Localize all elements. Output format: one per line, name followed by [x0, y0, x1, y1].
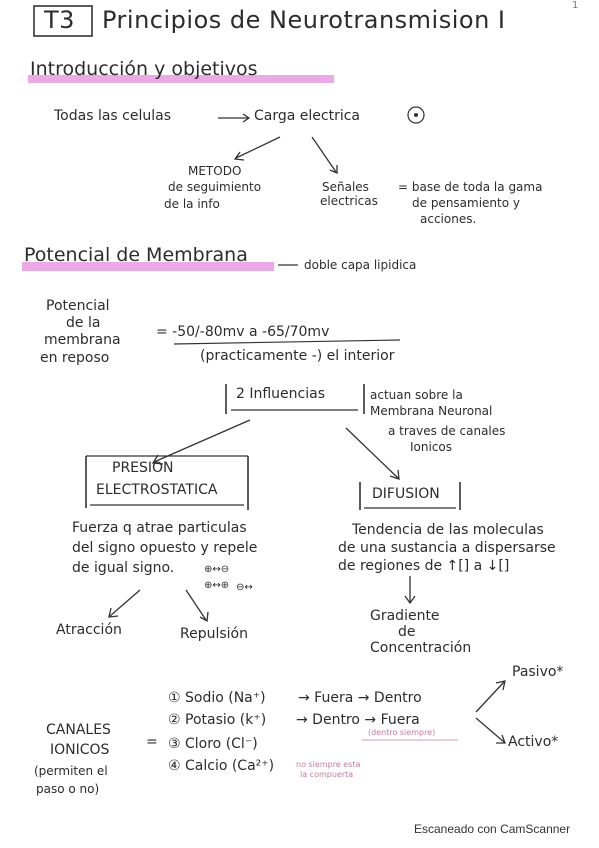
chapter-box-label: T3	[44, 6, 75, 34]
activo-label: Activo*	[508, 734, 559, 750]
senales-line-1: Señales	[322, 180, 369, 194]
actuan-line-2: Membrana Neuronal	[370, 404, 493, 418]
canales-eq: =	[146, 734, 158, 750]
difusion-desc-2: de una sustancia a dispersarse	[338, 540, 556, 556]
base-line-2: de pensamiento y	[412, 196, 520, 210]
presion-desc-3: de igual signo.	[72, 560, 175, 576]
presion-desc-1: Fuerza q atrae particulas	[72, 520, 247, 536]
canal-item-1-flow: → Fuera → Dentro	[298, 690, 422, 706]
canales-label-2: IONICOS	[50, 742, 110, 758]
presion-box-line-1: PRESION	[112, 460, 174, 476]
metodo-line-1: METODO	[188, 164, 242, 178]
pasivo-label: Pasivo*	[512, 664, 564, 680]
scanner-footer: Escaneado con CamScanner	[414, 822, 571, 836]
metodo-line-2: de seguimiento	[168, 180, 262, 194]
difusion-desc-3: de regiones de ↑[] a ↓[]	[338, 558, 510, 574]
canal-item-2: ② Potasio (k⁺)	[168, 712, 267, 728]
intro-carga: Carga electrica	[254, 108, 361, 124]
presion-box-line-2: ELECTROSTATICA	[96, 482, 218, 498]
potencial-label-4: en reposo	[40, 350, 110, 366]
potencial-label-1: Potencial	[46, 298, 110, 314]
presion-desc-2: del signo opuesto y repele	[72, 540, 258, 556]
actuan-line-3: a traves de canales	[388, 424, 506, 438]
atom-icon	[407, 106, 425, 124]
atraccion-label: Atracción	[56, 622, 122, 638]
potencial-note: doble capa lipidica	[304, 258, 417, 272]
base-line-1: = base de toda la gama	[398, 180, 543, 194]
corner-mark: 1	[572, 0, 579, 11]
gradiente-line-1: Gradiente	[370, 608, 440, 624]
canal-item-3: ③ Cloro (Cl⁻)	[168, 736, 258, 752]
potencial-heading: Potencial de Membrana	[24, 244, 248, 266]
intro-line: Todas las celulas	[54, 108, 171, 124]
influencias-label: 2 Influencias	[236, 386, 325, 402]
canal-item-2-note: (dentro siempre)	[368, 728, 436, 737]
difusion-box-label: DIFUSION	[372, 486, 440, 502]
actuan-line-1: actuan sobre la	[370, 388, 463, 402]
page-title: Principios de Neurotransmision I	[102, 6, 506, 34]
canal-item-2-flow: → Dentro → Fuera	[296, 712, 420, 728]
canal-item-4-note-2: la compuerta	[300, 770, 354, 779]
intro-heading: Introducción y objetivos	[30, 58, 258, 80]
potencial-value-note: (practicamente -) el interior	[200, 348, 395, 364]
metodo-line-3: de la info	[164, 197, 220, 211]
canal-item-4-note-1: no siempre esta	[296, 760, 361, 769]
canal-item-1: ① Sodio (Na⁺)	[168, 690, 266, 706]
canales-label-1: CANALES	[46, 722, 111, 738]
gradiente-line-3: Concentración	[370, 640, 472, 656]
senales-line-2: electricas	[320, 194, 378, 208]
potencial-value: = -50/-80mv a -65/70mv	[156, 324, 330, 340]
actuan-line-4: Ionicos	[410, 440, 453, 454]
presion-symbol-1: ⊕↔⊖	[204, 564, 230, 575]
potencial-label-3: membrana	[44, 332, 121, 348]
presion-symbol-3: ⊖↔	[236, 582, 253, 593]
canal-item-4: ④ Calcio (Ca²⁺)	[168, 758, 275, 774]
repulsion-label: Repulsión	[180, 626, 248, 642]
difusion-desc-1: Tendencia de las moleculas	[352, 522, 544, 538]
canales-label-4: paso o no)	[36, 782, 100, 796]
gradiente-line-2: de	[398, 624, 416, 640]
potencial-label-2: de la	[66, 315, 101, 331]
canales-label-3: (permiten el	[34, 764, 108, 778]
presion-symbol-2: ⊕↔⊕	[204, 580, 230, 591]
base-line-3: acciones.	[420, 212, 477, 226]
